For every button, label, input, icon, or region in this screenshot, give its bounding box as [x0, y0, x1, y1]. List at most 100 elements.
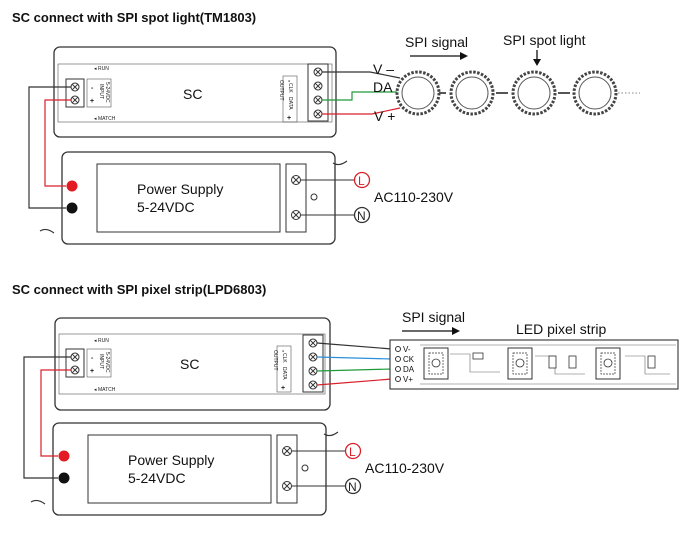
wire-input-negative	[28, 86, 71, 209]
wire-data	[316, 368, 393, 372]
spi-spot-light-label: SPI spot light	[503, 32, 586, 48]
output-plus-label: +	[281, 385, 285, 392]
controller-label: SC	[183, 86, 202, 102]
power-supply: Power Supply 5-24VDC	[30, 422, 339, 516]
controller-panel	[57, 63, 333, 123]
psu-label-panel	[96, 163, 281, 233]
controller-label: SC	[180, 356, 199, 372]
psu-label-panel	[87, 434, 272, 504]
output-terminal-block	[307, 63, 329, 122]
output-plus-label: +	[287, 115, 291, 122]
strip-resistor	[472, 352, 484, 360]
strip-resistor	[548, 355, 577, 369]
spot-light-chain	[395, 70, 640, 116]
neutral-label: N	[357, 209, 366, 223]
wire-v-plus	[322, 107, 401, 115]
psu-bracket-top	[332, 160, 348, 166]
section-spot-light: SC connect with SPI spot light(TM1803) -…	[12, 10, 640, 245]
wire-label-v-plus: V +	[374, 108, 395, 124]
strip-pixel	[423, 347, 449, 380]
input-label: INPUT	[98, 84, 104, 99]
output-label-box	[282, 75, 298, 123]
neutral-terminal	[344, 477, 362, 495]
wire-input-negative	[23, 356, 71, 479]
match-label: MATCH	[98, 116, 116, 122]
input-minus-label: -	[91, 355, 94, 362]
output-minus-label: -	[288, 78, 291, 85]
live-label: L	[349, 445, 356, 459]
ac-voltage-label: AC110-230V	[365, 460, 445, 476]
wire-input-positive	[40, 369, 71, 457]
strip-pixel	[595, 347, 621, 380]
output-minus-label: -	[282, 348, 285, 355]
psu-bracket-bottom	[30, 499, 46, 505]
svg-text:◂: ◂	[94, 66, 97, 72]
input-voltage-label: 5-24VDC	[104, 352, 110, 373]
output-wires	[316, 342, 393, 386]
svg-text:◂: ◂	[94, 387, 97, 393]
neutral-label: N	[348, 480, 357, 494]
psu-bracket-bottom	[39, 228, 55, 234]
output-clk-label: CLK	[287, 83, 293, 93]
run-label: RUN	[98, 338, 109, 344]
section-pixel-strip: SC connect with SPI pixel strip(LPD6803)…	[12, 282, 679, 516]
input-voltage-label: 5-24VDC	[104, 82, 110, 103]
psu-ac-terminal-block	[276, 434, 298, 504]
strip-connector-pads	[395, 346, 401, 382]
live-label: L	[358, 174, 365, 188]
strip-label-ck: CK	[403, 355, 415, 364]
strip-label-da: DA	[403, 365, 415, 374]
psu-bracket-top	[323, 431, 339, 437]
mains-connection: L N AC110-230V	[301, 171, 454, 224]
spi-signal-arrow	[410, 52, 468, 60]
sc-controller: - + INPUT 5-24VDC RUN ◂ MATCH ◂ SC OUTPU…	[53, 46, 337, 138]
svg-text:◂: ◂	[94, 338, 97, 344]
input-label-box	[86, 348, 112, 378]
mains-connection: L N AC110-230V	[292, 442, 445, 495]
psu-voltage: 5-24VDC	[128, 470, 186, 486]
match-label: MATCH	[98, 387, 116, 393]
psu-voltage: 5-24VDC	[137, 199, 195, 215]
ground-point	[310, 193, 318, 201]
led-pixel-strip: V- CK DA V+	[389, 339, 679, 390]
psu-terminal-negative	[66, 202, 78, 214]
svg-text:◂: ◂	[94, 116, 97, 122]
wire-v-plus	[316, 378, 393, 386]
input-label-box	[86, 78, 112, 108]
psu-terminal-positive	[66, 180, 78, 192]
wire-input-positive	[44, 99, 71, 187]
sc-controller: - + INPUT 5-24VDC RUN ◂ MATCH ◂ SC OUTPU…	[54, 317, 331, 411]
strip-pixel	[507, 347, 533, 380]
output-data-label: DATA	[287, 97, 293, 110]
spot-light	[449, 70, 495, 116]
output-label-box	[276, 345, 292, 393]
output-terminal-block	[302, 334, 324, 393]
spot-light-pointer-arrow	[533, 50, 541, 66]
input-wires	[28, 86, 71, 209]
input-plus-label: +	[90, 98, 94, 105]
spi-signal-label: SPI signal	[402, 309, 465, 325]
output-wires: V – DA V +	[322, 61, 401, 124]
led-pixel-strip-label: LED pixel strip	[516, 321, 606, 337]
spot-light	[511, 70, 557, 116]
strip-resistor	[647, 355, 656, 369]
wire-clock	[316, 356, 393, 360]
psu-title: Power Supply	[128, 452, 214, 468]
strip-label-v-plus: V+	[403, 375, 413, 384]
controller-housing	[54, 317, 331, 411]
psu-ac-terminal-block	[285, 163, 307, 233]
spot-light	[395, 70, 441, 116]
psu-title: Power Supply	[137, 181, 223, 197]
ground-point	[301, 464, 309, 472]
power-supply: Power Supply 5-24VDC	[39, 151, 348, 245]
section-title: SC connect with SPI spot light(TM1803)	[12, 10, 256, 25]
ac-voltage-label: AC110-230V	[374, 189, 454, 205]
wire-v-minus	[322, 71, 401, 79]
wire-label-v-minus: V –	[373, 61, 394, 77]
input-plus-label: +	[90, 368, 94, 375]
output-screws	[308, 338, 318, 390]
spot-light	[572, 70, 618, 116]
input-label: INPUT	[98, 354, 104, 369]
output-data-label: DATA	[281, 367, 287, 380]
